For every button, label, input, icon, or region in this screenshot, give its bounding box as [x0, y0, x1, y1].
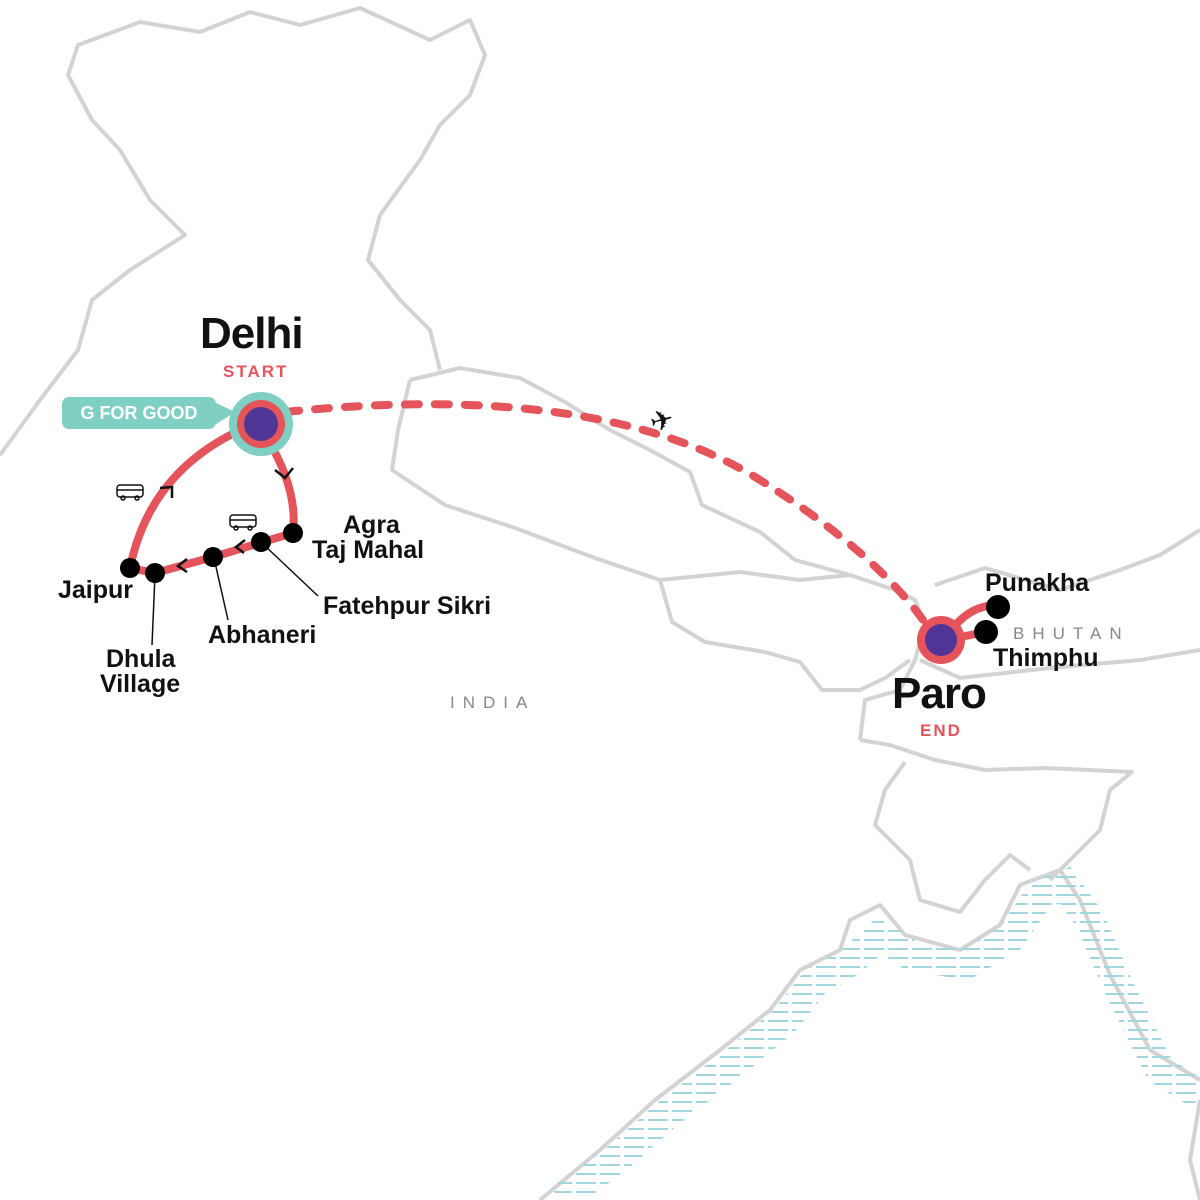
bus-icon: [229, 514, 257, 531]
badge-pointer: [210, 400, 235, 428]
route-delhi-jaipur: [126, 424, 249, 572]
stop-markers: [120, 523, 1010, 644]
stop-jaipur: [120, 558, 140, 578]
label-punakha: Punakha: [985, 569, 1090, 597]
country-label-india: INDIA: [450, 693, 536, 712]
leader-lines: [151, 543, 319, 646]
bus-icon: [116, 484, 144, 501]
label-agra: Agra: [343, 511, 400, 539]
start-tag: START: [223, 362, 289, 381]
end-marker: [917, 616, 965, 664]
label-village: Village: [100, 670, 181, 698]
country-borders: [0, 6, 1200, 1200]
chevron-arrow-icon: [233, 539, 246, 554]
chevron-arrow-icon: [175, 558, 188, 574]
end-tag: END: [920, 721, 962, 740]
stop-dhula-village: [145, 563, 165, 583]
country-label-bhutan: BHUTAN: [1013, 624, 1130, 643]
stop-thimphu: [974, 620, 998, 644]
stop-punakha: [986, 595, 1010, 619]
route-flight: [281, 400, 934, 634]
chevron-arrow-icon: [274, 467, 294, 480]
label-abhaneri: Abhaneri: [208, 621, 317, 649]
chevron-arrow-icon: [159, 485, 174, 498]
label-dhula: Dhula: [106, 645, 176, 673]
start-city-label: Delhi: [200, 309, 304, 358]
label-taj-mahal: Taj Mahal: [312, 536, 425, 564]
direction-arrows: [159, 467, 294, 574]
g-for-good-badge: G FOR GOOD: [62, 397, 216, 429]
stop-fatehpur-sikri: [251, 532, 271, 552]
stop-abhaneri: [203, 547, 223, 567]
start-marker: [229, 392, 293, 456]
label-thimphu: Thimphu: [993, 644, 1099, 672]
end-city-label: Paro: [892, 669, 987, 718]
stop-agra: [283, 523, 303, 543]
water-hatching: [551, 866, 1200, 1200]
label-jaipur: Jaipur: [58, 576, 134, 604]
label-fatehpur-sikri: Fatehpur Sikri: [323, 592, 492, 620]
